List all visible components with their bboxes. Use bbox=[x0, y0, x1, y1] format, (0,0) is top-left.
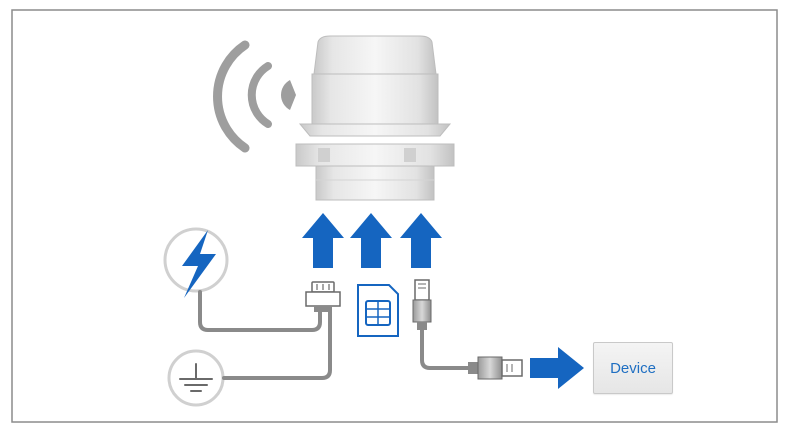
lightning-bolt-icon bbox=[163, 227, 229, 298]
ethernet-plug-icon bbox=[412, 279, 432, 330]
ethernet-cable bbox=[420, 328, 472, 370]
ground-symbol-icon bbox=[167, 349, 225, 407]
power-cable bbox=[198, 290, 332, 380]
wireless-signal-icon bbox=[213, 40, 296, 153]
device-label: Device bbox=[610, 359, 656, 377]
gateway-unit-icon bbox=[295, 35, 455, 201]
sim-card-icon bbox=[357, 284, 399, 337]
device-box: Device bbox=[593, 342, 673, 394]
arrow-up-icon bbox=[400, 213, 442, 268]
power-connector-icon bbox=[305, 281, 341, 312]
arrow-up-icon bbox=[302, 213, 344, 268]
arrow-right-icon bbox=[530, 347, 584, 389]
ethernet-plug-icon bbox=[468, 356, 523, 380]
arrow-up-icon bbox=[350, 213, 392, 268]
